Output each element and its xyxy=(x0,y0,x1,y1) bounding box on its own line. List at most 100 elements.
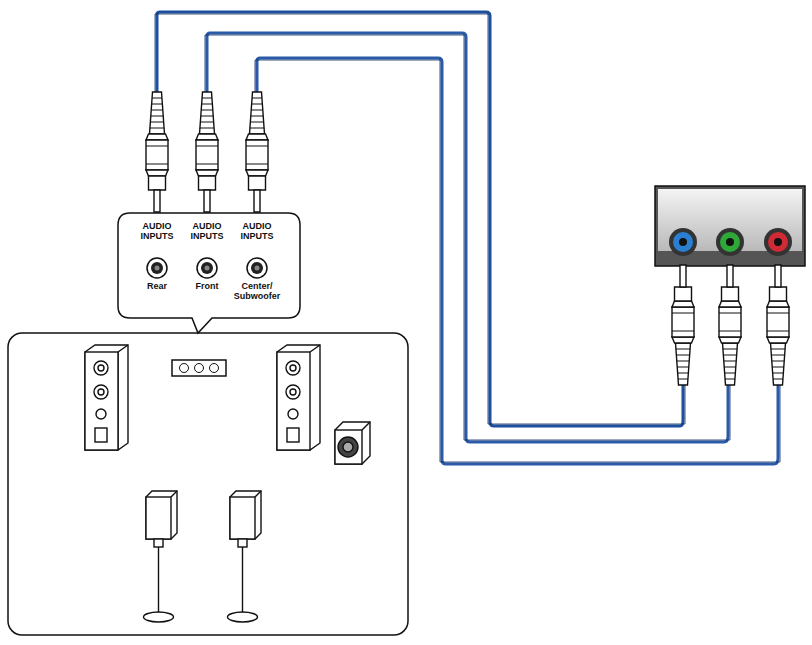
plug-part xyxy=(200,122,213,123)
plug-part xyxy=(196,134,218,140)
plug-part xyxy=(719,301,741,307)
plug-part xyxy=(196,164,218,165)
plug-part xyxy=(675,287,692,301)
plug-part xyxy=(150,122,163,123)
plug-part xyxy=(196,140,218,170)
plug-part xyxy=(200,128,214,129)
plug-part xyxy=(672,313,694,314)
plug-part xyxy=(146,134,168,140)
plug-part xyxy=(672,301,694,307)
plug-part xyxy=(202,104,213,105)
plug-part xyxy=(151,110,163,111)
plug-part xyxy=(250,128,264,129)
plug-part xyxy=(727,265,733,287)
plug-part xyxy=(767,331,789,332)
plug-part xyxy=(151,116,163,117)
port-heading: AUDIO INPUTS xyxy=(230,221,284,242)
plug-part xyxy=(725,373,736,374)
plug-part xyxy=(723,343,738,385)
plug-part xyxy=(201,110,213,111)
port-heading: AUDIO INPUTS xyxy=(130,221,184,242)
input-module xyxy=(172,360,226,376)
plug-part xyxy=(246,170,268,176)
front-speaker-left xyxy=(85,345,128,450)
port-heading: AUDIO INPUTS xyxy=(180,221,234,242)
plug-part xyxy=(152,104,163,105)
plug-part xyxy=(771,343,786,385)
plug-part xyxy=(723,355,736,356)
plug-part xyxy=(767,301,789,307)
plug-part xyxy=(772,367,784,368)
plug-part xyxy=(719,307,741,337)
port-label: Rear xyxy=(130,281,184,291)
plug-part xyxy=(725,379,735,380)
plug-part xyxy=(250,92,265,134)
plug-part xyxy=(722,287,739,301)
plug-part xyxy=(250,122,263,123)
plug-part xyxy=(724,361,736,362)
plug-part xyxy=(773,379,783,380)
subwoofer xyxy=(335,422,370,464)
plug-part xyxy=(146,140,168,170)
front-speaker-right xyxy=(277,345,320,450)
plug-part xyxy=(680,265,686,287)
plug-part xyxy=(199,176,216,190)
plug-part xyxy=(201,116,213,117)
plug-part xyxy=(246,134,268,140)
plug-part xyxy=(767,337,789,343)
plug-part xyxy=(150,92,165,134)
plug-part xyxy=(246,164,268,165)
plug-part xyxy=(719,337,741,343)
plug-part xyxy=(150,128,164,129)
plug-part xyxy=(152,98,162,99)
room-outline xyxy=(8,333,408,635)
plug-part xyxy=(149,176,166,190)
plug-part xyxy=(252,98,262,99)
plug-part xyxy=(676,355,689,356)
plug-part xyxy=(200,92,215,134)
plug-part xyxy=(251,110,263,111)
plug-part xyxy=(246,140,268,170)
plug-part xyxy=(672,331,694,332)
plug-part xyxy=(254,190,260,212)
plug-part xyxy=(770,287,787,301)
plug-part xyxy=(249,176,266,190)
plug-part xyxy=(672,307,694,337)
plug-part xyxy=(204,190,210,212)
plug-part xyxy=(202,98,212,99)
callout-box: AUDIO INPUTSAUDIO INPUTSAUDIO INPUTSRear… xyxy=(118,213,300,318)
port-label: Center/ Subwoofer xyxy=(228,281,286,302)
plug-part xyxy=(719,331,741,332)
plug-part xyxy=(773,373,784,374)
callout-bubble xyxy=(118,213,300,333)
rca-plugs xyxy=(146,92,789,385)
plug-part xyxy=(251,116,263,117)
plug-part xyxy=(767,307,789,337)
plug-part xyxy=(723,349,737,350)
rear-speaker-left xyxy=(144,491,178,622)
plug-part xyxy=(146,164,168,165)
plug-part xyxy=(771,349,785,350)
plug-part xyxy=(672,337,694,343)
plug-part xyxy=(677,367,689,368)
plug-part xyxy=(772,361,784,362)
plug-part xyxy=(678,373,689,374)
plug-part xyxy=(775,265,781,287)
port-label: Front xyxy=(180,281,234,291)
plug-part xyxy=(196,170,218,176)
input-jacks xyxy=(147,258,267,278)
plug-part xyxy=(676,343,691,385)
plug-part xyxy=(771,355,784,356)
plug-part xyxy=(252,104,263,105)
plug-part xyxy=(196,146,218,147)
plug-part xyxy=(724,367,736,368)
plug-part xyxy=(678,379,688,380)
plug-part xyxy=(677,361,689,362)
plug-part xyxy=(154,190,160,212)
plug-part xyxy=(676,349,690,350)
plug-part xyxy=(146,170,168,176)
plug-part xyxy=(719,313,741,314)
plug-part xyxy=(767,313,789,314)
rear-speaker-right xyxy=(228,491,262,622)
